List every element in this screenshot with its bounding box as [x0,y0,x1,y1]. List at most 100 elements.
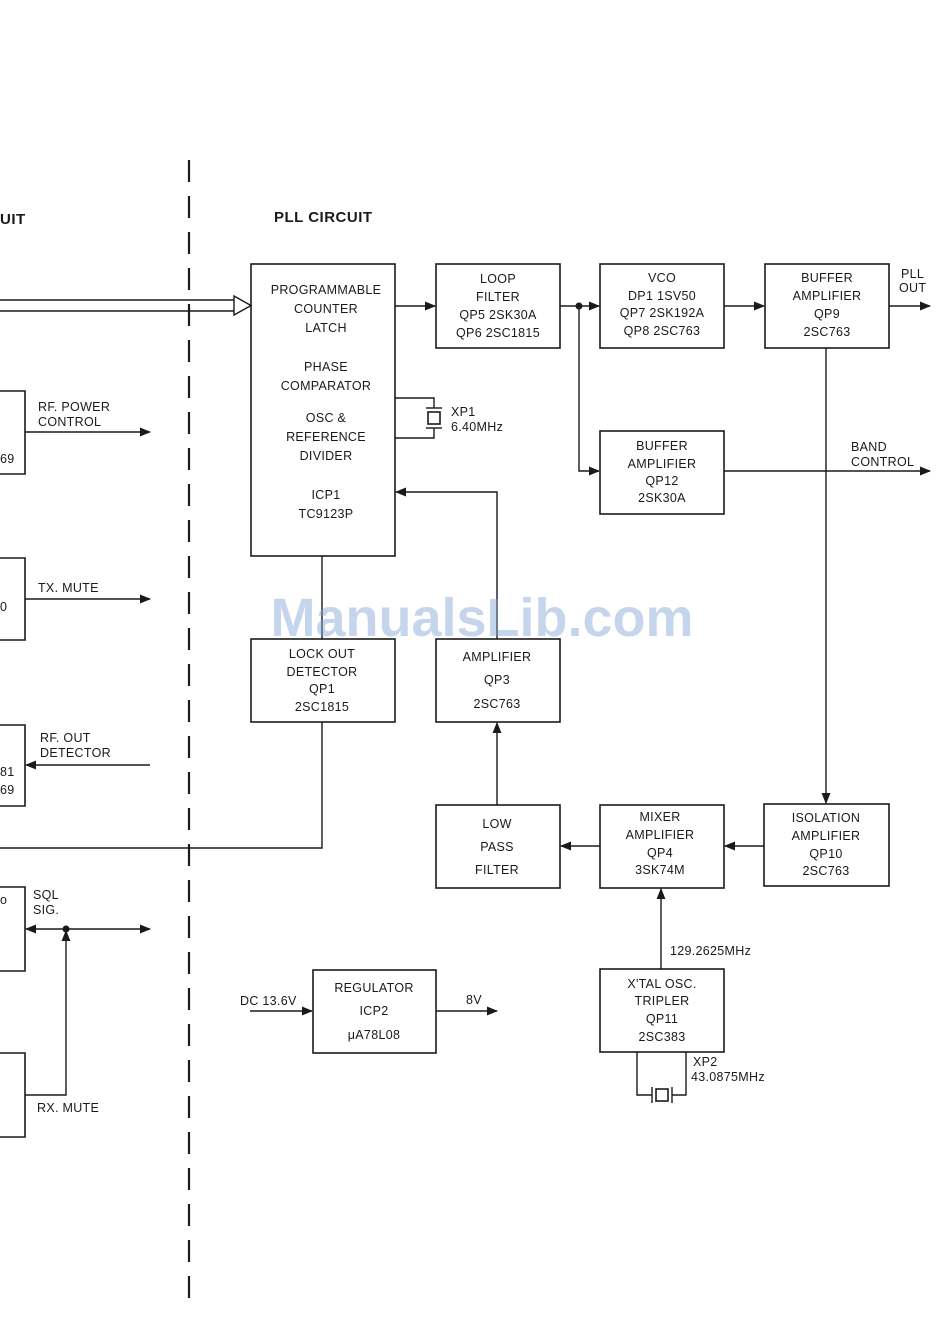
svg-text:CONTROL: CONTROL [851,455,914,469]
svg-text:PASS: PASS [480,840,514,854]
svg-text:2SC763: 2SC763 [804,325,851,339]
left-block-rf-out: 81 69 [0,724,26,807]
tx-mute-label: TX. MUTE [38,581,99,595]
signal-wires [321,301,932,969]
svg-text:LOOP: LOOP [480,272,516,286]
band-control-label: BAND [851,440,887,454]
svg-text:o: o [0,893,7,907]
xp2-crystal [636,1052,687,1103]
svg-text:43.0875MHz: 43.0875MHz [691,1070,765,1084]
rx-mute-label: RX. MUTE [37,1101,99,1115]
low-pass-filter-block: LOW PASS FILTER [435,804,561,889]
svg-text:PROGRAMMABLE: PROGRAMMABLE [271,283,382,297]
data-bus-arrow [0,294,253,317]
svg-text:LATCH: LATCH [305,321,347,335]
svg-text:2SK30A: 2SK30A [638,491,686,505]
freq-129-label: 129.2625MHz [670,944,751,958]
buffer-amplifier-qp9-block: BUFFER AMPLIFIER QP9 2SC763 [764,263,890,349]
svg-text:TC9123P: TC9123P [299,507,354,521]
svg-text:QP7 2SK192A: QP7 2SK192A [620,306,705,320]
svg-text:REGULATOR: REGULATOR [334,981,413,995]
xp1-crystal [395,397,442,439]
svg-text:TRIPLER: TRIPLER [635,994,690,1008]
svg-text:CONTROL: CONTROL [38,415,101,429]
svg-text:QP11: QP11 [646,1012,678,1026]
svg-text:REFERENCE: REFERENCE [286,430,366,444]
svg-text:MIXER: MIXER [639,810,680,824]
vco-block: VCO DP1 1SV50 QP7 2SK192A QP8 2SC763 [599,263,725,349]
svg-text:69: 69 [0,783,15,797]
svg-text:2SC763: 2SC763 [803,864,850,878]
svg-text:3SK74M: 3SK74M [635,863,685,877]
svg-text:AMPLIFIER: AMPLIFIER [793,289,862,303]
pll-circuit-title: PLL CIRCUIT [274,209,373,226]
svg-text:BUFFER: BUFFER [801,271,853,285]
left-section-title: UIT [0,211,26,228]
svg-text:2SC763: 2SC763 [474,697,521,711]
xtal-osc-tripler-block: X'TAL OSC. TRIPLER QP11 2SC383 [599,968,725,1053]
svg-text:DIVIDER: DIVIDER [300,449,353,463]
svg-text:VCO: VCO [648,271,676,285]
svg-text:AMPLIFIER: AMPLIFIER [628,457,697,471]
amplifier-qp3-block: AMPLIFIER QP3 2SC763 [435,638,561,723]
svg-text:QP4: QP4 [647,846,673,860]
svg-text:81: 81 [0,765,15,779]
svg-text:69: 69 [0,452,15,466]
sql-sig-label: SQL [33,888,59,902]
svg-text:OUT: OUT [899,281,926,295]
svg-text:6.40MHz: 6.40MHz [451,420,503,434]
svg-text:OSC &: OSC & [306,411,347,425]
svg-text:X'TAL OSC.: X'TAL OSC. [627,977,696,991]
rf-power-control-label: RF. POWER [38,400,110,414]
svg-text:0: 0 [0,600,7,614]
svg-text:LOW: LOW [482,817,511,831]
svg-text:COMPARATOR: COMPARATOR [281,379,372,393]
svg-text:COUNTER: COUNTER [294,302,358,316]
pll-out-label: PLL [901,267,924,281]
lock-out-line [0,722,323,849]
svg-text:ICP2: ICP2 [360,1004,389,1018]
v8-output-label: 8V [466,993,482,1007]
watermark: ManualsLib.com [270,588,693,648]
svg-text:QP8 2SC763: QP8 2SC763 [624,324,701,338]
svg-text:ICP1: ICP1 [312,488,341,502]
svg-text:QP5 2SK30A: QP5 2SK30A [459,308,537,322]
svg-text:FILTER: FILTER [476,290,520,304]
svg-text:AMPLIFIER: AMPLIFIER [792,829,861,843]
svg-text:ISOLATION: ISOLATION [792,811,860,825]
svg-text:PHASE: PHASE [304,360,348,374]
svg-text:QP3: QP3 [484,673,510,687]
svg-text:2SC383: 2SC383 [639,1030,686,1044]
svg-text:LOCK OUT: LOCK OUT [289,647,355,661]
svg-text:μA78L08: μA78L08 [348,1028,400,1042]
svg-text:QP12: QP12 [645,474,678,488]
svg-text:2SC1815: 2SC1815 [295,700,349,714]
xp1-label: XP1 [451,405,476,419]
svg-text:AMPLIFIER: AMPLIFIER [463,650,532,664]
left-block-rf-power: 69 [0,390,26,475]
loop-filter-block: LOOP FILTER QP5 2SK30A QP6 2SC1815 [435,263,561,349]
dc-input-label: DC 13.6V [240,994,297,1008]
programmable-counter-block: PROGRAMMABLE COUNTER LATCH PHASE COMPARA… [250,263,396,557]
isolation-amplifier-block: ISOLATION AMPLIFIER QP10 2SC763 [763,803,890,887]
regulator-block: REGULATOR ICP2 μA78L08 [312,969,437,1054]
svg-text:DP1 1SV50: DP1 1SV50 [628,289,696,303]
svg-text:BUFFER: BUFFER [636,439,688,453]
svg-text:QP9: QP9 [814,307,840,321]
svg-text:SIG.: SIG. [33,903,59,917]
buffer-amplifier-qp12-block: BUFFER AMPLIFIER QP12 2SK30A [599,430,725,515]
left-block-rx-mute [0,1052,26,1138]
svg-text:AMPLIFIER: AMPLIFIER [626,828,695,842]
svg-text:QP6 2SC1815: QP6 2SC1815 [456,326,540,340]
svg-text:FILTER: FILTER [475,863,519,877]
svg-text:DETECTOR: DETECTOR [287,665,358,679]
xp2-label: XP2 [693,1055,718,1069]
left-block-tx-mute: 0 [0,557,26,641]
left-block-sql: o [0,886,26,972]
rf-out-detector-label: RF. OUT [40,731,91,745]
svg-text:QP10: QP10 [809,847,842,861]
mixer-amplifier-block: MIXER AMPLIFIER QP4 3SK74M [599,804,725,889]
svg-text:QP1: QP1 [309,682,335,696]
lock-out-detector-block: LOCK OUT DETECTOR QP1 2SC1815 [250,638,396,723]
